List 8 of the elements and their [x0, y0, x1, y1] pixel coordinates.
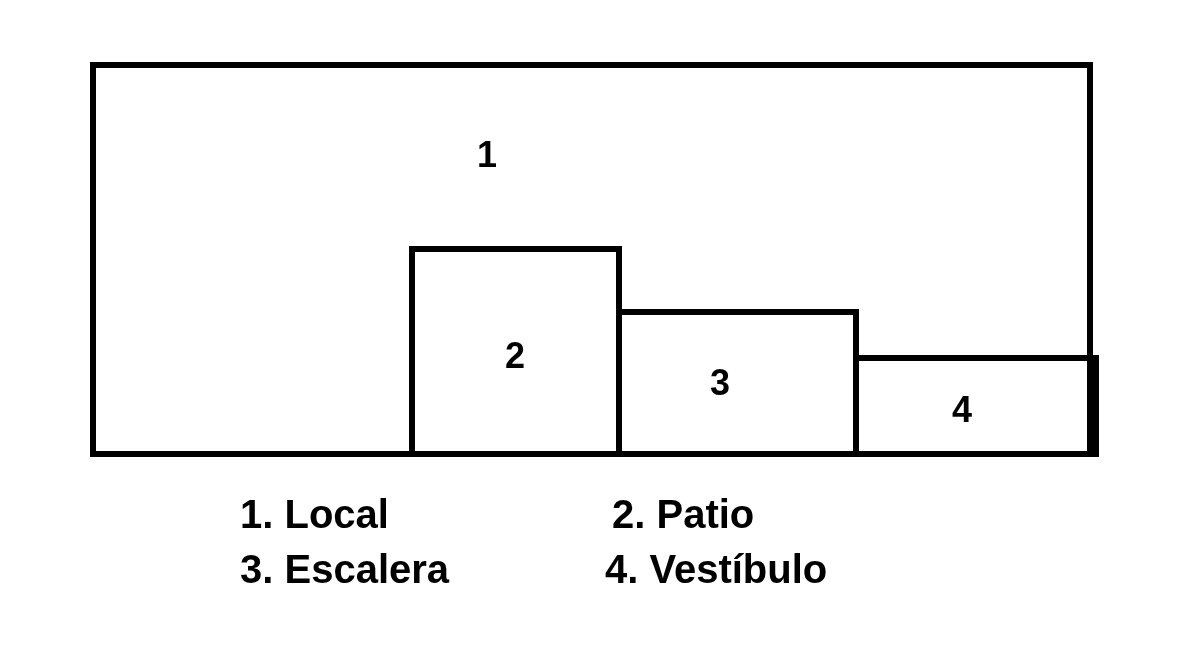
- legend-text: 4. Vestíbulo: [605, 546, 828, 593]
- legend-text: 3. Escalera: [240, 546, 450, 593]
- room-number: 1: [477, 137, 497, 173]
- room-number: 2: [505, 338, 525, 374]
- room-number: 3: [710, 365, 730, 401]
- legend-text: 2. Patio: [612, 491, 755, 538]
- room-number: 4: [952, 392, 972, 428]
- legend-text: 1. Local: [240, 491, 389, 538]
